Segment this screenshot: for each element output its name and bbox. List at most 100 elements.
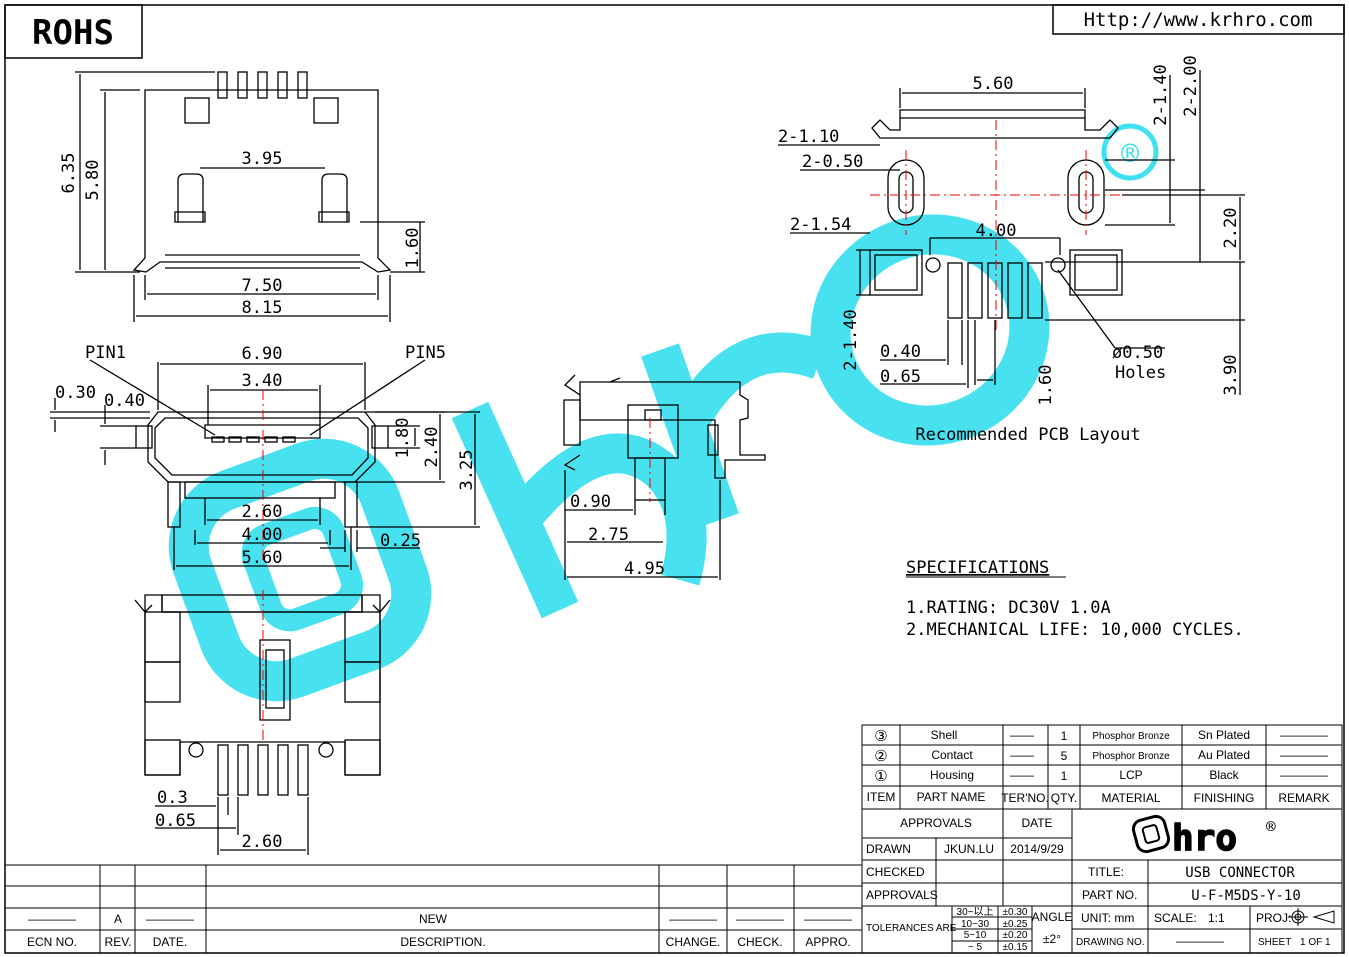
svg-text:®: ® xyxy=(1121,137,1140,172)
side-dim-0-90: 0.90 xyxy=(570,492,611,512)
bottom-dim-0-3: 0.3 xyxy=(157,788,188,808)
svg-text:Au Plated: Au Plated xyxy=(1198,748,1250,762)
svg-text:Housing: Housing xyxy=(930,768,974,782)
side-dim-2-75: 2.75 xyxy=(588,525,629,545)
svg-text:DESCRIPTION.: DESCRIPTION. xyxy=(400,935,485,949)
hro-logo: hro ® xyxy=(1131,814,1276,860)
drawn-label: DRAWN xyxy=(866,842,911,856)
title-block-grid xyxy=(861,808,1343,954)
bom-row-housing: ① Housing —— 1 LCP Black ———— xyxy=(874,767,1328,785)
front-dim-4-00: 4.00 xyxy=(242,525,283,545)
svg-text:——: —— xyxy=(1010,768,1034,782)
pcb-dim-2-1-40-top: 2-1.40 xyxy=(1151,64,1171,125)
svg-text:±0.15: ±0.15 xyxy=(1003,942,1028,953)
hro-watermark xyxy=(168,214,1050,702)
pcb-dim-0-65: 0.65 xyxy=(880,367,921,387)
angle-label: ANGLE xyxy=(1032,910,1073,924)
svg-text:REV.: REV. xyxy=(105,935,132,949)
top-dim-height-overall: 6.35 xyxy=(59,153,79,194)
pcb-dim-2-1-40-left: 2-1.40 xyxy=(841,309,861,370)
svg-text:③: ③ xyxy=(874,727,887,745)
svg-text:ITEM: ITEM xyxy=(867,790,896,804)
svg-text:————: ———— xyxy=(28,912,76,926)
part-no-value: U-F-M5DS-Y-10 xyxy=(1191,888,1301,904)
scale-label: SCALE: xyxy=(1154,911,1197,925)
date-header: DATE xyxy=(1021,816,1052,830)
sheet-border xyxy=(4,4,1345,954)
svg-text:————: ———— xyxy=(1280,728,1328,742)
pcb-layout xyxy=(778,70,1245,395)
svg-text:5~10: 5~10 xyxy=(964,930,987,941)
pcb-dim-2-1-10: 2-1.10 xyxy=(778,127,839,147)
revision-row: ———— A ———— NEW ———— ———— ———— xyxy=(28,912,852,926)
svg-text:30~以上: 30~以上 xyxy=(957,906,994,918)
front-dim-2-40: 2.40 xyxy=(422,427,442,468)
front-dim-1-80: 1.80 xyxy=(393,418,413,459)
svg-text:5: 5 xyxy=(1061,749,1068,763)
drawn-by: JKUN.LU xyxy=(944,842,994,856)
svg-text:~ 5: ~ 5 xyxy=(968,942,983,953)
svg-text:±0.20: ±0.20 xyxy=(1003,930,1028,941)
svg-text:Phosphor Bronze: Phosphor Bronze xyxy=(1092,751,1170,762)
revision-header-row: ECN NO. REV. DATE. DESCRIPTION. CHANGE. … xyxy=(27,935,851,949)
website-url[interactable]: Http://www.krhro.com xyxy=(1084,9,1313,31)
url-box xyxy=(1052,4,1345,35)
side-view xyxy=(563,374,766,580)
sheet-label: SHEET xyxy=(1258,937,1291,948)
scale-value: 1:1 xyxy=(1208,911,1225,925)
drawing-no-label: DRAWING NO. xyxy=(1076,937,1145,948)
front-dim-3-25: 3.25 xyxy=(457,450,477,491)
svg-text:②: ② xyxy=(874,747,887,765)
svg-text:Sn Plated: Sn Plated xyxy=(1198,728,1250,742)
drawing-no-value: ———— xyxy=(1176,934,1224,948)
svg-text:Phosphor Bronze: Phosphor Bronze xyxy=(1092,731,1170,742)
projection-label: PROJ: xyxy=(1256,911,1291,925)
top-dim-latch-spacing: 3.95 xyxy=(242,149,283,169)
svg-text:MATERIAL: MATERIAL xyxy=(1101,791,1160,805)
pin1-label: PIN1 xyxy=(85,343,126,363)
spec-line-1: 1.RATING: DC30V 1.0A xyxy=(906,598,1111,618)
svg-text:LCP: LCP xyxy=(1119,768,1142,782)
rohs-label: ROHS xyxy=(32,13,114,53)
svg-text:®: ® xyxy=(1266,817,1276,836)
revision-block-grid xyxy=(5,864,862,953)
front-dim-0-30: 0.30 xyxy=(55,383,96,403)
svg-text:PART NAME: PART NAME xyxy=(917,790,986,804)
svg-text:————: ———— xyxy=(1280,768,1328,782)
svg-text:Contact: Contact xyxy=(931,748,973,762)
bottom-dim-0-65: 0.65 xyxy=(155,811,196,831)
title-value: USB CONNECTOR xyxy=(1185,865,1295,881)
front-view xyxy=(50,359,480,570)
approvals-header: APPROVALS xyxy=(900,816,972,830)
svg-text:10~30: 10~30 xyxy=(961,919,990,930)
svg-text:①: ① xyxy=(874,767,887,785)
front-dim-width: 6.90 xyxy=(242,344,283,364)
pcb-centerlines xyxy=(870,120,1125,330)
registered-mark: ® xyxy=(1101,123,1159,181)
svg-text:±0.25: ±0.25 xyxy=(1003,919,1028,930)
svg-text:FINISHING: FINISHING xyxy=(1194,791,1255,805)
front-dim-5-60: 5.60 xyxy=(242,548,283,568)
pcb-dim-5-60: 5.60 xyxy=(973,74,1014,94)
part-no-label: PART NO. xyxy=(1082,888,1137,902)
bottom-view xyxy=(134,594,391,855)
svg-text:1: 1 xyxy=(1061,769,1068,783)
pcb-dim-2-1-54: 2-1.54 xyxy=(790,215,851,235)
front-dim-0-25: 0.25 xyxy=(380,531,421,551)
svg-text:hro: hro xyxy=(1172,818,1237,859)
projection-symbol-icon xyxy=(1288,908,1335,926)
svg-text:A: A xyxy=(114,912,122,926)
pcb-dim-4-00: 4.00 xyxy=(976,221,1017,241)
pin5-label: PIN5 xyxy=(405,343,446,363)
bom-table xyxy=(861,724,1343,810)
pcb-dim-0-40: 0.40 xyxy=(880,342,921,362)
svg-text:TER'NO.: TER'NO. xyxy=(1001,791,1049,805)
front-dim-opening: 3.40 xyxy=(242,371,283,391)
drawn-date: 2014/9/29 xyxy=(1010,842,1064,856)
unit-label: UNIT: mm xyxy=(1081,911,1134,925)
svg-text:QTY.: QTY. xyxy=(1051,791,1077,805)
bom-row-shell: ③ Shell —— 1 Phosphor Bronze Sn Plated —… xyxy=(874,727,1328,745)
svg-text:Black: Black xyxy=(1209,768,1239,782)
svg-text:————: ———— xyxy=(736,912,784,926)
